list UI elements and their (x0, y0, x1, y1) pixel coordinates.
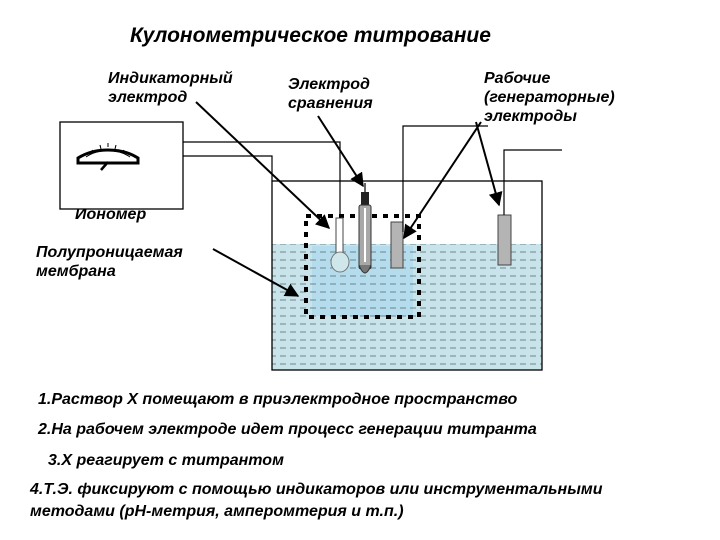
arrow-icon (212, 248, 300, 297)
working-electrode-inner (390, 221, 404, 269)
ionometer (59, 121, 184, 210)
label-membrane: Полупроницаемая мембрана (36, 244, 183, 280)
arrow-icon (195, 101, 331, 229)
step-2: 2.На рабочем электроде идет процесс гене… (38, 421, 537, 438)
working-electrode-outer (497, 214, 512, 266)
page-title: Кулонометрическое титрование (130, 24, 491, 47)
indicator-electrode (330, 217, 350, 273)
step-3: 3.Х реагирует с титрантом (48, 452, 284, 469)
label-working-electrodes: Рабочие (генераторные) электроды (484, 70, 615, 125)
arrow-icon (317, 115, 364, 188)
pointer-arrows (195, 101, 503, 297)
label-ionometer: Иономер (75, 206, 147, 223)
step-4: 4.Т.Э. фиксируют с помощью индикаторов и… (30, 481, 603, 520)
arrow-icon (475, 121, 503, 207)
reference-electrode (358, 192, 372, 274)
gauge-icon (76, 143, 140, 171)
label-reference-electrode: Электрод сравнения (288, 76, 373, 112)
step-1: 1.Раствор Х помещают в приэлектродное пр… (38, 391, 518, 408)
label-indicator-electrode: Индикаторный электрод (108, 70, 233, 106)
arrow-icon (403, 121, 482, 240)
